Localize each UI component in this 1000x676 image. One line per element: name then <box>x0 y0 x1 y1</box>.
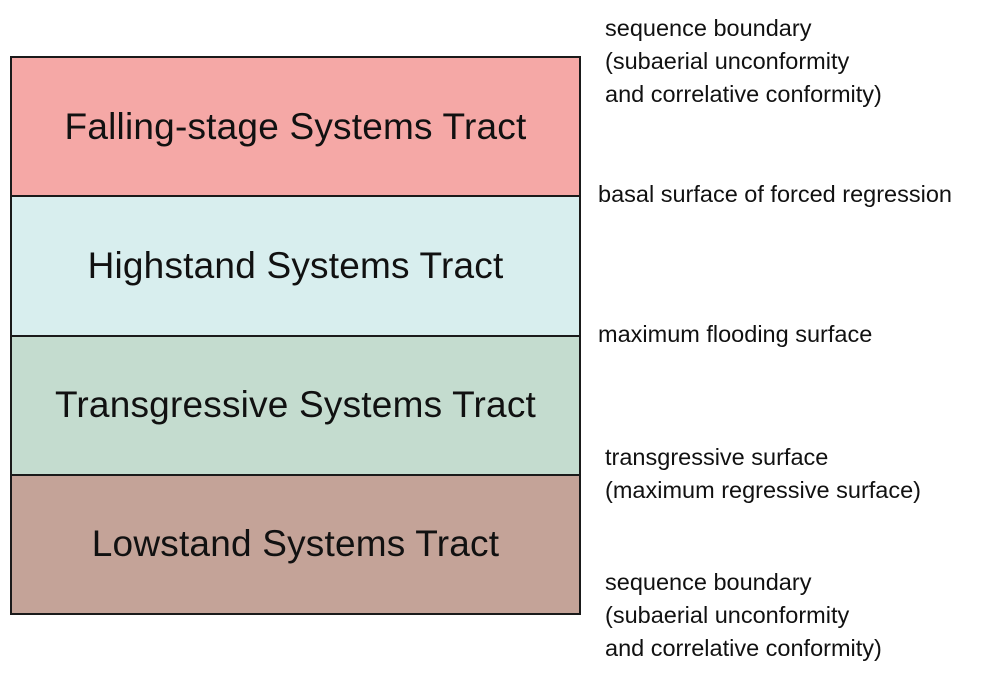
surface-label-line: sequence boundary <box>605 569 812 595</box>
surface-label-line: and correlative conformity) <box>605 635 882 661</box>
tract-label: Transgressive Systems Tract <box>54 384 537 426</box>
transgressive-surface-label: transgressive surface (maximum regressiv… <box>605 441 921 507</box>
systems-tract-stack: Falling-stage Systems Tract Highstand Sy… <box>10 56 581 615</box>
bottom-sequence-boundary-label: sequence boundary (subaerial unconformit… <box>605 566 882 665</box>
surface-label-line: basal surface of forced regression <box>598 181 952 207</box>
surface-label-line: maximum flooding surface <box>598 321 873 347</box>
surface-label-line: (subaerial unconformity <box>605 48 850 74</box>
surface-label-line: transgressive surface <box>605 444 829 470</box>
surface-label-line: (maximum regressive surface) <box>605 477 922 503</box>
surface-label-line: and correlative conformity) <box>605 81 882 107</box>
surface-label-line: (subaerial unconformity <box>605 602 850 628</box>
falling-stage-systems-tract: Falling-stage Systems Tract <box>12 58 579 196</box>
tract-label: Highstand Systems Tract <box>87 244 504 286</box>
maximum-flooding-surface-label: maximum flooding surface <box>598 318 872 351</box>
top-sequence-boundary-label: sequence boundary (subaerial unconformit… <box>605 12 882 111</box>
lowstand-systems-tract: Lowstand Systems Tract <box>12 473 579 613</box>
transgressive-systems-tract: Transgressive Systems Tract <box>12 334 579 474</box>
highstand-systems-tract: Highstand Systems Tract <box>12 195 579 335</box>
tract-label: Lowstand Systems Tract <box>91 523 500 565</box>
tract-label: Falling-stage Systems Tract <box>64 105 527 147</box>
basal-surface-forced-regression-label: basal surface of forced regression <box>598 178 952 211</box>
surface-label-line: sequence boundary <box>605 15 812 41</box>
